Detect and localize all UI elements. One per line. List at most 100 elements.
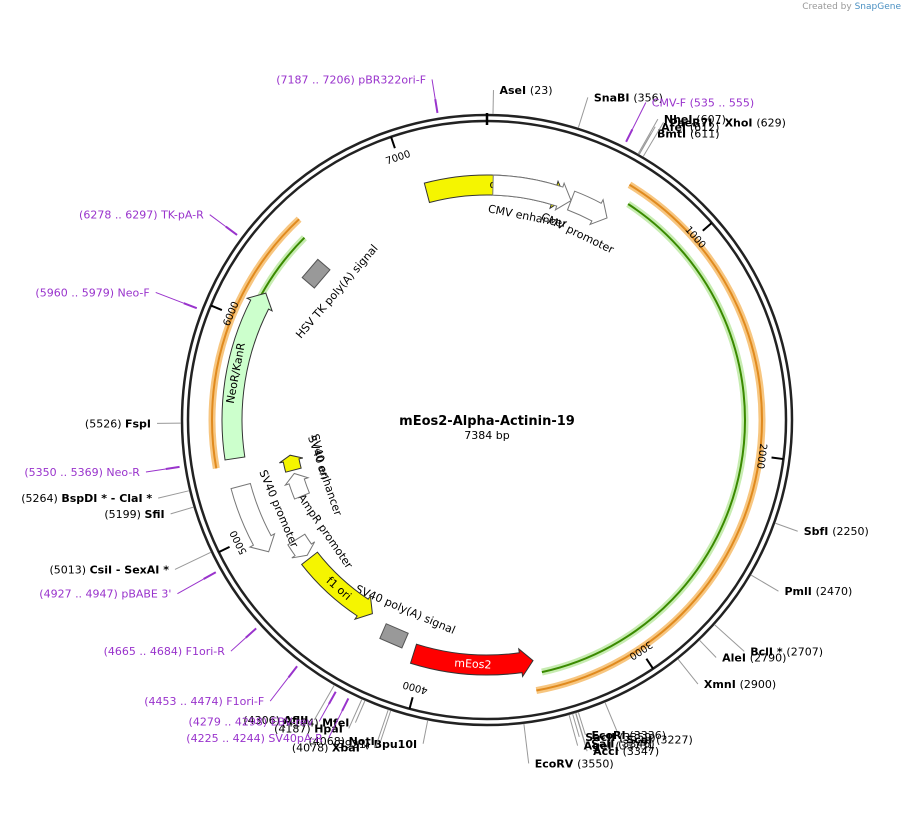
- site-extra: - XhoI: [716, 116, 756, 129]
- site-label: BmtI (611): [657, 128, 720, 141]
- site-label: EcoRV (3550): [535, 757, 614, 770]
- feature-label: AmpR promoter: [295, 492, 356, 572]
- feature-box: [301, 258, 331, 289]
- site-layer: AseI (23)SnaBI (356)NheI (607)BmtI (611)…: [21, 84, 869, 770]
- site-text: (4078) XbaI *: [292, 742, 370, 755]
- site-label: PmlI (2470): [784, 585, 852, 598]
- site-label: (5526) FspI: [85, 417, 151, 430]
- primer-leader: [431, 79, 436, 100]
- site-text: SalI (3346): [591, 737, 655, 750]
- site-text: AfeI (612): [661, 121, 719, 134]
- primer-leader: [155, 291, 184, 304]
- site-leader: [422, 720, 429, 744]
- site-name: PaeR7I: [669, 116, 716, 129]
- primer-leader: [209, 214, 227, 228]
- site-name: XbaI *: [332, 742, 370, 755]
- site-name: AleI: [722, 651, 750, 664]
- primer-mark: [625, 128, 634, 143]
- tick-label: 3000: [627, 638, 654, 661]
- site-position: (3921): [334, 738, 374, 751]
- site-text: NheI (607): [664, 113, 726, 126]
- site-leader: [774, 522, 798, 532]
- site-position: (5264): [21, 492, 61, 505]
- site-position: (612): [690, 121, 720, 134]
- site-leader: [604, 702, 621, 740]
- primer-mark: [245, 627, 257, 639]
- primer-label: (5350 .. 5369) Neo-R: [24, 466, 140, 479]
- site-name: NheI: [664, 113, 696, 126]
- feature-arrow: [279, 454, 303, 473]
- site-position: (2707): [786, 645, 823, 658]
- site-label: PaeR7I - XhoI (629): [669, 116, 785, 129]
- site-text: (4068) NotI: [308, 735, 374, 748]
- site-name: SalI: [591, 737, 618, 750]
- primer-leader: [631, 102, 647, 130]
- plasmid-length: 7384 bp: [464, 429, 509, 442]
- site-leader: [699, 639, 717, 658]
- site-name: SnaBI: [594, 91, 633, 104]
- site-text: PmlI (2470): [784, 585, 852, 598]
- site-name: Bpu10I: [374, 738, 418, 751]
- site-position: (607): [696, 113, 726, 126]
- site-leader: [750, 574, 779, 592]
- site-leader: [575, 712, 588, 752]
- tick-label: 7000: [384, 149, 412, 168]
- site-name: EcoRI: [591, 729, 629, 742]
- site-position: (5199): [104, 508, 144, 521]
- site-leader: [677, 658, 699, 685]
- site-leader: [577, 97, 589, 129]
- site-label: BclI * (2707): [750, 645, 823, 658]
- primer-leader: [145, 468, 166, 473]
- primer-mark: [287, 665, 298, 678]
- site-label: (5013) CsiI - SexAI *: [50, 563, 170, 576]
- site-position: (356): [633, 91, 663, 104]
- site-label: SbfI (2250): [804, 525, 869, 538]
- site-text: (5264) BspDI * - ClaI *: [21, 492, 152, 505]
- credit-prefix: Created by: [802, 2, 852, 12]
- plasmid-name: mEos2-Alpha-Actinin-19: [399, 414, 575, 429]
- site-text: (4306) AflII: [243, 714, 308, 727]
- tick-mark: [702, 222, 713, 232]
- site-label: (4078) XbaI *: [292, 742, 370, 755]
- site-label: (3921) Bpu10I: [334, 738, 418, 751]
- site-position: (3359): [619, 731, 656, 744]
- site-label: AgeI (3373): [584, 740, 652, 753]
- site-position: (3373): [615, 740, 652, 753]
- primer-label: (4927 .. 4947) pBABE 3': [39, 588, 171, 601]
- feature-box: [379, 623, 409, 649]
- site-extra: - SexAI *: [112, 563, 169, 576]
- site-leader: [638, 126, 656, 155]
- feature-arrow: [409, 643, 534, 678]
- site-leader: [170, 506, 194, 515]
- site-name: AflII: [283, 714, 308, 727]
- feature-arrow: [287, 533, 316, 559]
- site-leader: [714, 624, 745, 652]
- site-position: (2470): [816, 585, 853, 598]
- site-position: (2250): [832, 525, 869, 538]
- primer-label: (4665 .. 4684) F1ori-R: [104, 645, 226, 658]
- site-name: CsiI: [90, 563, 112, 576]
- site-name: SbfI: [804, 525, 833, 538]
- site-text: PaeR7I - XhoI (629): [669, 116, 785, 129]
- site-text: EcoRV (3550): [535, 757, 614, 770]
- tick-mark: [390, 136, 396, 149]
- site-position: (3347): [623, 745, 660, 758]
- feature-arrow: [300, 551, 373, 621]
- site-label: AccI (3347): [593, 745, 659, 758]
- primer-label: (7187 .. 7206) pBR322ori-F: [276, 73, 426, 86]
- orf-layer: [208, 181, 766, 694]
- tick-mark: [218, 545, 230, 554]
- primer-label: (4279 .. 4298) EBV-rev: [189, 715, 314, 728]
- site-name: AfeI: [661, 121, 690, 134]
- feature-arrow: [230, 482, 276, 553]
- site-name: NotI: [349, 735, 375, 748]
- site-position: (4306): [243, 714, 283, 727]
- site-position: (5013): [50, 563, 90, 576]
- site-name: EcoRV: [535, 757, 577, 770]
- site-position: (3336): [629, 729, 666, 742]
- site-text: BclI * (2707): [750, 645, 823, 658]
- site-position: (2900): [740, 678, 777, 691]
